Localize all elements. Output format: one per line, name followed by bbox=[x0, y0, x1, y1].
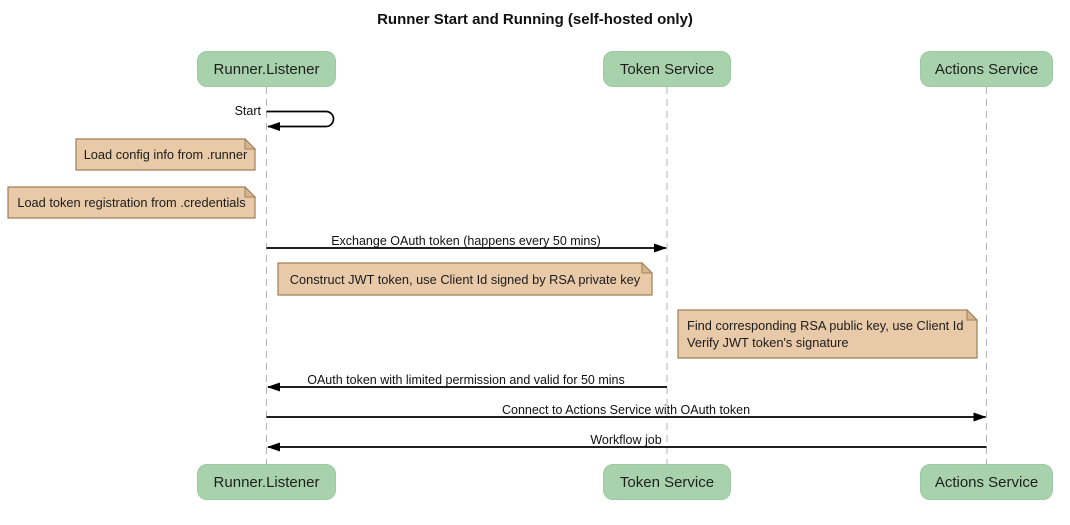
participant-label: Token Service bbox=[619, 60, 715, 78]
participant-label: Runner.Listener bbox=[213, 473, 320, 491]
note-load-token-registration: Load token registration from .credential… bbox=[17, 195, 246, 210]
diagram-title: Runner Start and Running (self-hosted on… bbox=[377, 11, 693, 28]
note-line-2: Verify JWT token's signature bbox=[687, 335, 849, 350]
message-label-exchange-oauth: Exchange OAuth token (happens every 50 m… bbox=[331, 234, 601, 248]
note-load-config: Load config info from .runner bbox=[83, 147, 248, 162]
note-shape-load-config bbox=[75, 137, 257, 171]
message-label-connect-actions: Connect to Actions Service with OAuth to… bbox=[501, 403, 751, 417]
message-label-start: Start bbox=[234, 104, 261, 118]
participant-label: Token Service bbox=[619, 473, 715, 491]
note-construct-jwt: Construct JWT token, use Client Id signe… bbox=[289, 271, 641, 287]
message-label-workflow-job: Workflow job bbox=[590, 433, 662, 447]
note-shape-construct-jwt bbox=[277, 261, 654, 296]
participant-runner-listener-top: Runner.Listener bbox=[197, 51, 336, 87]
participant-actions-service-top: Actions Service bbox=[920, 51, 1053, 87]
note-shape-load-token-registration bbox=[7, 185, 257, 219]
participant-label: Runner.Listener bbox=[213, 60, 320, 78]
participant-label: Actions Service bbox=[934, 473, 1039, 491]
note-shape-find-rsa-key bbox=[677, 308, 979, 359]
participant-token-service-bottom: Token Service bbox=[603, 464, 731, 500]
self-message-arrow-start bbox=[266, 110, 335, 131]
note-find-rsa-key: Find corresponding RSA public key, use C… bbox=[678, 310, 977, 358]
participant-actions-service-bottom: Actions Service bbox=[920, 464, 1053, 500]
participant-token-service-top: Token Service bbox=[603, 51, 731, 87]
participant-runner-listener-bottom: Runner.Listener bbox=[197, 464, 336, 500]
participant-label: Actions Service bbox=[934, 60, 1039, 78]
note-line-1: Find corresponding RSA public key, use C… bbox=[687, 318, 964, 333]
message-label-oauth-token-return: OAuth token with limited permission and … bbox=[307, 373, 625, 387]
